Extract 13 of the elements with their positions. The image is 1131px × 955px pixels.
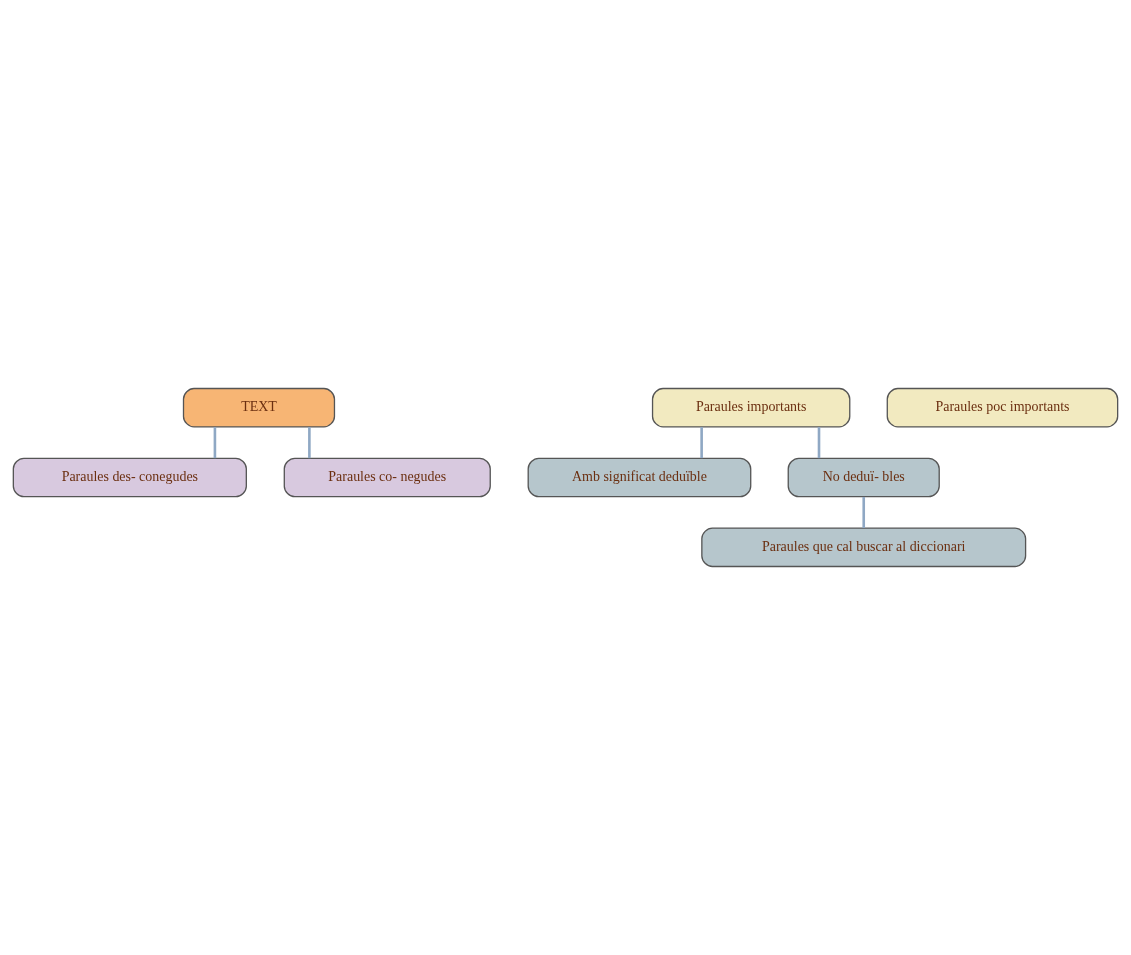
connector <box>817 427 821 459</box>
node-box: TEXT <box>182 387 336 428</box>
node-box: Amb significat deduïble <box>527 457 752 498</box>
node-box: No deduï- bles <box>787 457 940 498</box>
node-box: Paraules des- conegudes <box>12 457 247 498</box>
node-box: Paraules poc importants <box>886 387 1119 428</box>
connector <box>862 496 866 528</box>
connector <box>308 427 311 459</box>
connector <box>213 427 217 459</box>
node-box: Paraules que cal buscar al diccionari <box>701 527 1027 568</box>
node-box: Paraules co- negudes <box>283 457 491 498</box>
node-box: Paraules importants <box>651 387 851 428</box>
connector <box>700 427 703 459</box>
